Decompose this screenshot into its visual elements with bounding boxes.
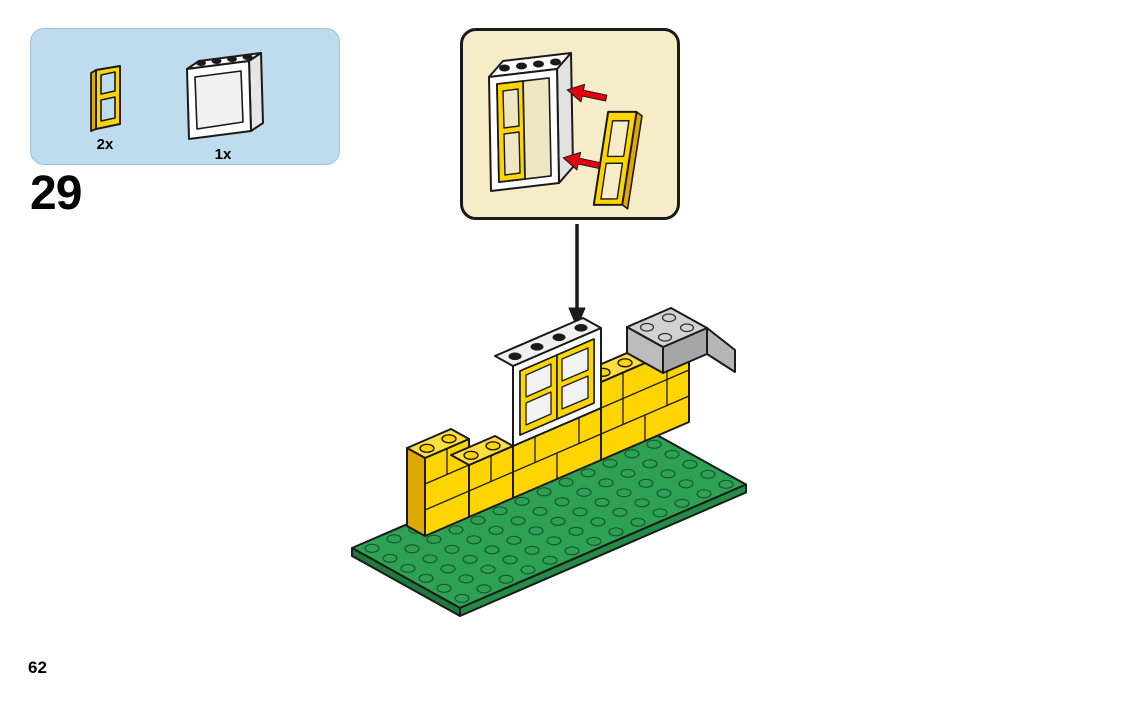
window-pane-icon [90,65,121,132]
baseplate [351,423,747,617]
window-pane-right [556,338,595,420]
inset-floating-pane [592,110,643,210]
part-figure-window-pane: 2x [83,61,127,153]
page-number: 62 [28,658,47,677]
step-number: 29 [30,167,82,220]
window-frame-icon [186,52,264,140]
inset-window-frame [488,52,574,192]
window-pane-left [519,354,558,436]
gray-slope-brick [706,327,736,373]
inset-installed-pane [496,80,526,183]
red-arrow-icon [566,83,608,103]
window-assembly [494,317,602,447]
model-illustration [351,307,747,617]
inset-illustration [488,52,643,210]
part-qty-label: 2x [96,136,114,153]
gray-brick [626,307,736,374]
yellow-wall [406,333,690,537]
part-figure-window-frame: 1x [177,41,269,163]
baseplate-studs [364,429,734,603]
part-qty-label: 1x [214,146,232,163]
assembly-arrow-icon [568,224,586,328]
parts-callout-box: 2x 1x [30,28,340,165]
detail-inset-box [460,28,680,220]
